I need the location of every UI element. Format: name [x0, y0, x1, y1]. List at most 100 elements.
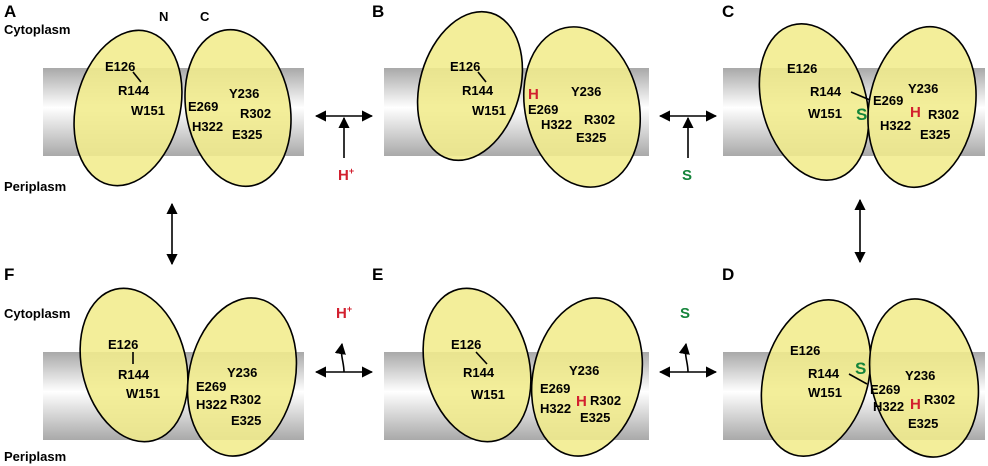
residue-R302: R302: [584, 112, 615, 127]
panel-letter-D: D: [722, 265, 734, 284]
substrate-release-arrow: [678, 342, 690, 373]
residue-R302: R302: [928, 107, 959, 122]
transition-D-E: S: [658, 305, 718, 378]
residue-E126: E126: [790, 343, 820, 358]
residue-Y236: Y236: [229, 86, 259, 101]
residue-Y236: Y236: [571, 84, 601, 99]
residue-E325: E325: [232, 127, 262, 142]
transition-A-B: H+: [314, 110, 374, 184]
residue-R302: R302: [590, 393, 621, 408]
residue-R144: R144: [808, 366, 840, 381]
residue-E126: E126: [450, 59, 480, 74]
residue-W151: W151: [126, 386, 160, 401]
residue-E126: E126: [105, 59, 135, 74]
proton-release-arrow: [334, 342, 346, 373]
proton-label-bottom: H+: [336, 304, 352, 322]
residue-W151: W151: [808, 106, 842, 121]
n-domain-ellipse-B: [416, 10, 524, 162]
residue-H322: H322: [196, 397, 227, 412]
substrate-S-C: S: [856, 105, 867, 124]
residue-E325: E325: [576, 130, 606, 145]
panel-letter-F: F: [4, 265, 14, 284]
residue-E325: E325: [920, 127, 950, 142]
proton-H-E: H: [576, 393, 587, 410]
n-domain-ellipse-A: [73, 29, 183, 187]
proton-H-B: H: [528, 86, 539, 103]
periplasm-label-bottom-left: Periplasm: [4, 449, 66, 464]
residue-W151: W151: [808, 385, 842, 400]
cytoplasm-label-bottom-left: Cytoplasm: [4, 306, 70, 321]
periplasm-label-top-left: Periplasm: [4, 179, 66, 194]
residue-E126: E126: [451, 337, 481, 352]
transition-E-F: H+: [314, 304, 374, 378]
residue-E325: E325: [908, 416, 938, 431]
panel-D: D E126 S R144 W151 Y236 E269 H R302 H322…: [722, 265, 980, 458]
residue-Y236: Y236: [569, 363, 599, 378]
panel-letter-A: A: [4, 2, 16, 21]
salt-bridge-line: [850, 91, 871, 101]
residue-R144: R144: [463, 365, 495, 380]
c-domain-ellipse-A: [184, 28, 292, 188]
salt-bridge-line: [132, 71, 142, 83]
c-terminus-label: C: [200, 9, 210, 24]
residue-R144: R144: [462, 83, 494, 98]
c-domain-ellipse-D: [868, 298, 980, 458]
residue-W151: W151: [472, 103, 506, 118]
residue-H322: H322: [192, 119, 223, 134]
proton-H-C: H: [910, 104, 921, 121]
n-domain-ellipse-E: [422, 287, 532, 443]
cytoplasm-label-top-left: Cytoplasm: [4, 22, 70, 37]
salt-bridge-line: [475, 351, 488, 365]
residue-E269: E269: [540, 381, 570, 396]
substrate-label-bottom: S: [680, 305, 690, 322]
c-domain-ellipse-C: [867, 25, 977, 189]
panel-E: E E126 R144 W151 Y236 E269 H R302 H322 E…: [372, 265, 644, 457]
salt-bridge-line: [848, 373, 868, 385]
residue-W151: W151: [131, 103, 165, 118]
residue-H322: H322: [873, 399, 904, 414]
proton-label-top: H+: [338, 166, 354, 184]
panel-C: C E126 R144 W151 S Y236 E269 H R302 H322…: [722, 2, 977, 189]
residue-E269: E269: [188, 99, 218, 114]
residue-R302: R302: [230, 392, 261, 407]
salt-bridge-line: [477, 71, 487, 83]
residue-E269: E269: [196, 379, 226, 394]
residue-E126: E126: [787, 61, 817, 76]
residue-E325: E325: [231, 413, 261, 428]
substrate-S-D: S: [855, 359, 866, 378]
panel-F: F Cytoplasm Periplasm E126 R144 W151 Y23…: [4, 265, 298, 464]
residue-E126: E126: [108, 337, 138, 352]
residue-H322: H322: [541, 117, 572, 132]
residue-Y236: Y236: [227, 365, 257, 380]
panel-B: B E126 R144 W151 H Y236 E269 R302 H322 E…: [372, 2, 642, 188]
residue-E325: E325: [580, 410, 610, 425]
residue-R144: R144: [118, 83, 150, 98]
n-domain-ellipse-F: [79, 287, 189, 443]
residue-E269: E269: [528, 102, 558, 117]
substrate-label-top: S: [682, 167, 692, 184]
panel-letter-C: C: [722, 2, 734, 21]
n-terminus-label: N: [159, 9, 168, 24]
residue-R302: R302: [924, 392, 955, 407]
residue-R302: R302: [240, 106, 271, 121]
panel-A: A Cytoplasm Periplasm N C E126 R144 W151…: [4, 2, 292, 194]
residue-R144: R144: [118, 367, 150, 382]
residue-Y236: Y236: [908, 81, 938, 96]
n-domain-ellipse-C: [758, 22, 870, 182]
panel-letter-B: B: [372, 2, 384, 21]
residue-W151: W151: [471, 387, 505, 402]
panel-letter-E: E: [372, 265, 383, 284]
n-domain-ellipse-D: [760, 298, 872, 458]
residue-E269: E269: [873, 93, 903, 108]
residue-H322: H322: [540, 401, 571, 416]
residue-H322: H322: [880, 118, 911, 133]
c-domain-ellipse-E: [530, 297, 644, 457]
residue-E269: E269: [870, 382, 900, 397]
transition-B-C: S: [658, 110, 718, 184]
proton-H-D: H: [910, 396, 921, 413]
residue-Y236: Y236: [905, 368, 935, 383]
c-domain-ellipse-B: [522, 26, 642, 188]
c-domain-ellipse-F: [186, 297, 298, 457]
